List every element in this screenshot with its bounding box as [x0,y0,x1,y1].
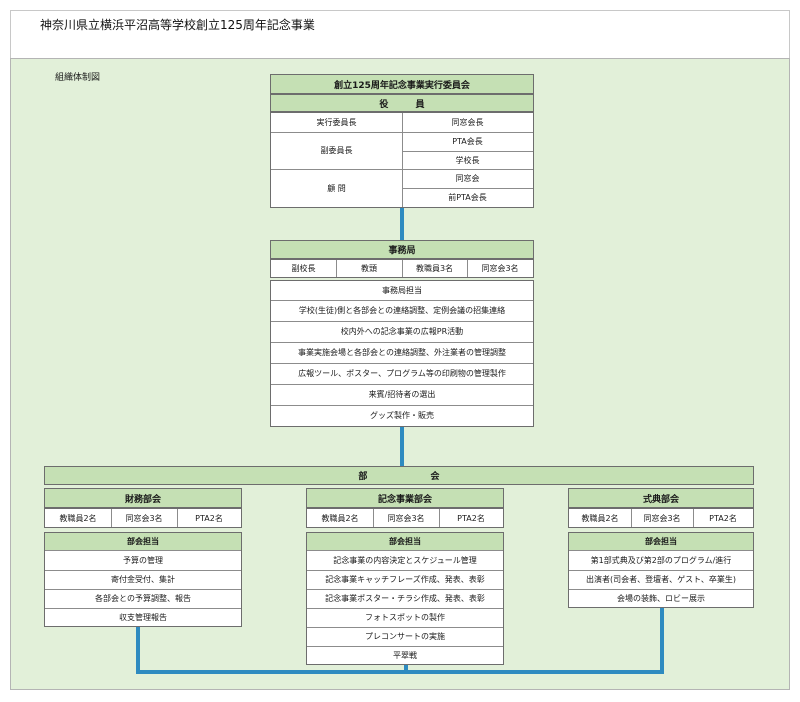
officers-table-divider [402,113,403,207]
officers-header: 役 員 [270,94,534,112]
officer-member: PTA会長 [452,137,483,146]
secretariat-title: 事務局 [270,240,534,259]
officer-role: 顧 問 [327,183,346,193]
division-ceremony-duties: 部会担当 第1部式典及び第2部のプログラム/進行 出演者(司会者、登壇者、ゲスト… [568,532,754,608]
division-finance-duties: 部会担当 予算の管理 寄付金受付、集計 各部会との予算調整、報告 収支管理報告 [44,532,242,627]
division-member: PTA2名 [457,513,485,523]
division-duties-header: 部会担当 [307,533,503,550]
secretariat-duty: 学校(生徒)側と各部会との連絡調整、定例会議の招集連絡 [298,306,506,315]
division-memorial-title: 記念事業部会 [306,488,504,508]
division-duty: 各部会との予算調整、報告 [95,594,191,603]
page-title: 神奈川県立横浜平沼高等学校創立125周年記念事業 [40,18,315,32]
officer-role: 実行委員長 [316,118,357,127]
division-member: PTA2名 [195,513,223,523]
divisions-header: 部 会 [44,466,754,485]
division-member: 同窓会3名 [125,513,163,523]
division-duty: 会場の装飾、ロビー展示 [617,593,705,603]
secretariat-duty: 来賓/招待者の選出 [368,390,436,399]
secretariat-duty: 事業実施会場と各部会との連絡調整、外注業者の管理調整 [298,348,506,357]
secretariat-member: 教職員3名 [415,264,454,273]
secretariat-members: 副校長 教頭 教職員3名 同窓会3名 [270,259,534,278]
division-member: 教職員2名 [321,513,359,523]
secretariat-duties-header: 事務局担当 [382,286,422,295]
division-duty: 出演者(司会者、登壇者、ゲスト、卒業生) [585,575,737,584]
division-finance-title: 財務部会 [44,488,242,508]
committee-title: 創立125周年記念事業実行委員会 [270,74,534,94]
division-duty: 平翠戦 [393,650,417,660]
connector-committee-secretariat [400,207,404,240]
division-duty: 第1部式典及び第2部のプログラム/進行 [590,556,732,565]
division-duty: 記念事業キャッチフレーズ作成、発表、表彰 [325,575,485,584]
secretariat-duty: グッズ製作・販売 [370,411,434,420]
division-duty: プレコンサートの実施 [365,632,445,641]
division-duty: 収支管理報告 [119,612,167,622]
connector-bottom-center [404,664,408,672]
division-duty: 予算の管理 [123,556,163,565]
division-member: 教職員2名 [581,513,619,523]
secretariat-member: 同窓会3名 [481,264,519,273]
secretariat-duty: 広報ツール、ポスター、プログラム等の印刷物の管理製作 [298,369,506,378]
division-duty: 記念事業の内容決定とスケジュール管理 [333,556,477,565]
division-finance-members: 教職員2名 同窓会3名 PTA2名 [44,508,242,528]
division-memorial-duties: 部会担当 記念事業の内容決定とスケジュール管理 記念事業キャッチフレーズ作成、発… [306,532,504,665]
secretariat-duty: 校内外への記念事業の広報PR活動 [340,327,464,336]
officer-role: 副委員長 [320,146,353,155]
officer-member: 同窓会長 [451,118,484,127]
officer-member: 学校長 [455,155,480,165]
connector-bottom-bus [136,670,664,674]
document-header [10,10,790,58]
secretariat-member: 副校長 [291,264,316,273]
division-member: 同窓会3名 [387,513,425,523]
division-ceremony-title: 式典部会 [568,488,754,508]
division-ceremony-members: 教職員2名 同窓会3名 PTA2名 [568,508,754,528]
connector-secretariat-divisions [400,426,404,466]
secretariat-member: 教頭 [361,264,377,273]
org-chart-label: 組織体制図 [55,73,101,83]
officer-member: 同窓会 [455,174,480,183]
officer-member: 前PTA会長 [448,193,487,202]
division-duty: 寄付金受付、集計 [111,575,175,584]
division-duties-header: 部会担当 [45,533,241,550]
division-duty: フォトスポットの製作 [365,613,445,622]
division-member: 同窓会3名 [643,513,681,523]
division-member: PTA2名 [709,513,737,523]
division-duties-header: 部会担当 [569,533,753,550]
officers-table: 実行委員長 同窓会長 副委員長 PTA会長 学校長 顧 問 同窓会 前PTA会長 [270,112,534,208]
connector-bottom-left [136,626,140,672]
division-member: 教職員2名 [59,513,97,523]
connector-bottom-right [660,607,664,672]
secretariat-duties: 事務局担当 学校(生徒)側と各部会との連絡調整、定例会議の招集連絡 校内外への記… [270,280,534,427]
division-duty: 記念事業ポスター・チラシ作成、発表、表彰 [325,594,485,603]
division-memorial-members: 教職員2名 同窓会3名 PTA2名 [306,508,504,528]
